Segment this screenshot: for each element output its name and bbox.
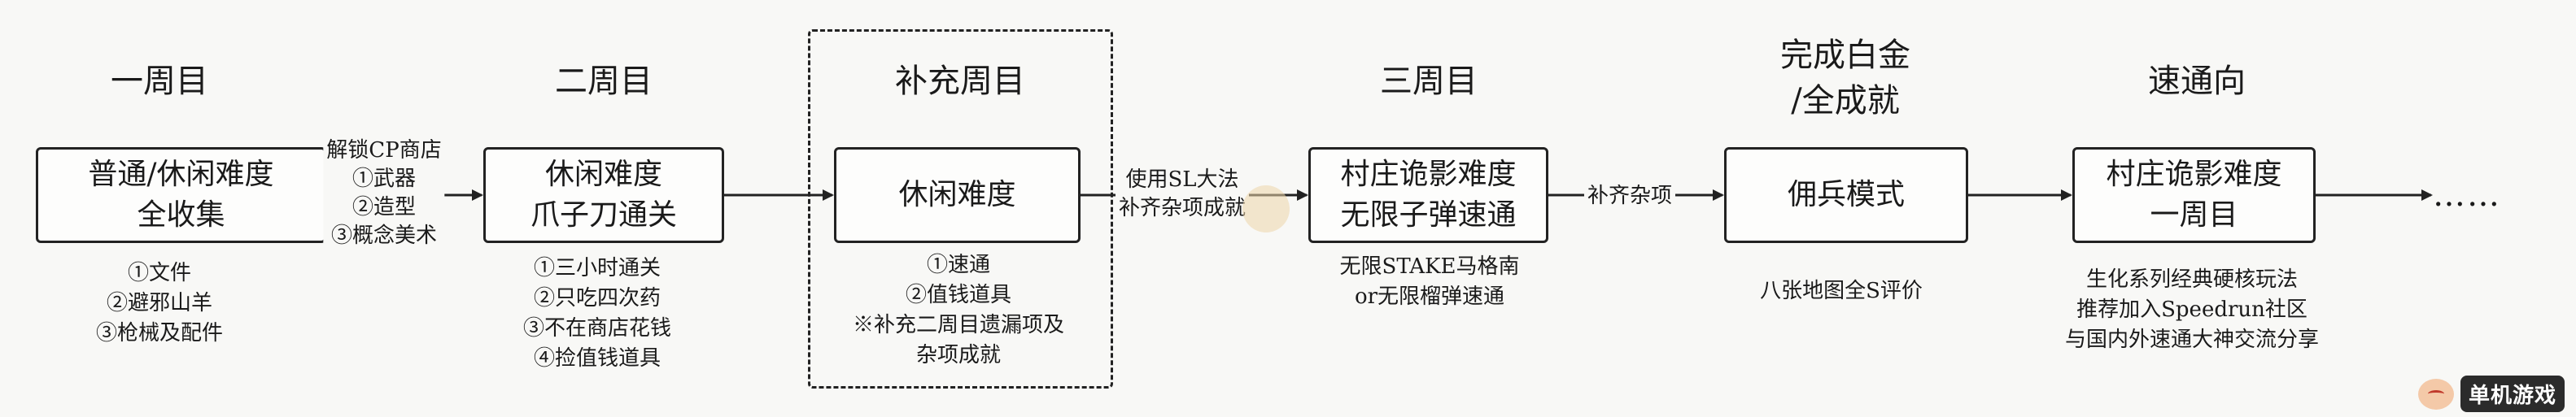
stage-5-notes: 八张地图全S评价 (1760, 279, 1923, 303)
stage-4-title: 三周目 (1380, 63, 1478, 100)
stage-3-title: 补充周目 (895, 63, 1025, 100)
stage-6-notes: 生化系列经典硬核玩法 推荐加入Speedrun社区 与国内外速通大神交流分享 (2064, 267, 2320, 352)
stage-6-box: 村庄诡影难度 一周目 (2072, 147, 2316, 243)
stage-2-box: 休闲难度 爪子刀通关 (483, 147, 724, 243)
stage-1-title: 一周目 (111, 63, 208, 100)
site-watermark: 单机游戏 (2417, 376, 2565, 412)
stage-2-title: 二周目 (555, 63, 653, 100)
edge-3-label: 使用SL大法 补齐杂项成就 (1115, 166, 1250, 223)
edge-1-label: 解锁CP商店 ①武器 ②造型 ③概念美术 (323, 137, 445, 250)
stage-3-notes: ①速通 ②值钱道具 ※补充二周目遗漏项及 杂项成就 (852, 253, 1065, 367)
stage-4-box: 村庄诡影难度 无限子弹速通 (1308, 147, 1548, 243)
stage-2-notes: ①三小时通关 ②只吃四次药 ③不在商店花钱 ④捡值钱道具 (522, 256, 672, 371)
stage-3-box: 休闲难度 (834, 147, 1081, 243)
mascot-logo-icon (2417, 378, 2454, 410)
stage-1-notes: ①文件 ②避邪山羊 ③枪械及配件 (95, 261, 224, 345)
stage-5-title: 完成白金 /全成就 (1780, 37, 1910, 119)
decorative-mascot-icon (1242, 185, 1290, 232)
continuation-ellipsis: …… (2433, 176, 2501, 214)
edge-4-label: 补齐杂项 (1583, 182, 1676, 211)
watermark-text: 单机游戏 (2460, 376, 2565, 412)
stage-5-box: 佣兵模式 (1724, 147, 1968, 243)
stage-1-box: 普通/休闲难度 全收集 (36, 147, 326, 243)
stage-4-notes: 无限STAKE马格南 or无限榴弹速通 (1339, 254, 1520, 309)
stage-6-title: 速通向 (2148, 63, 2246, 100)
supplementary-stage-frame (808, 29, 1113, 389)
